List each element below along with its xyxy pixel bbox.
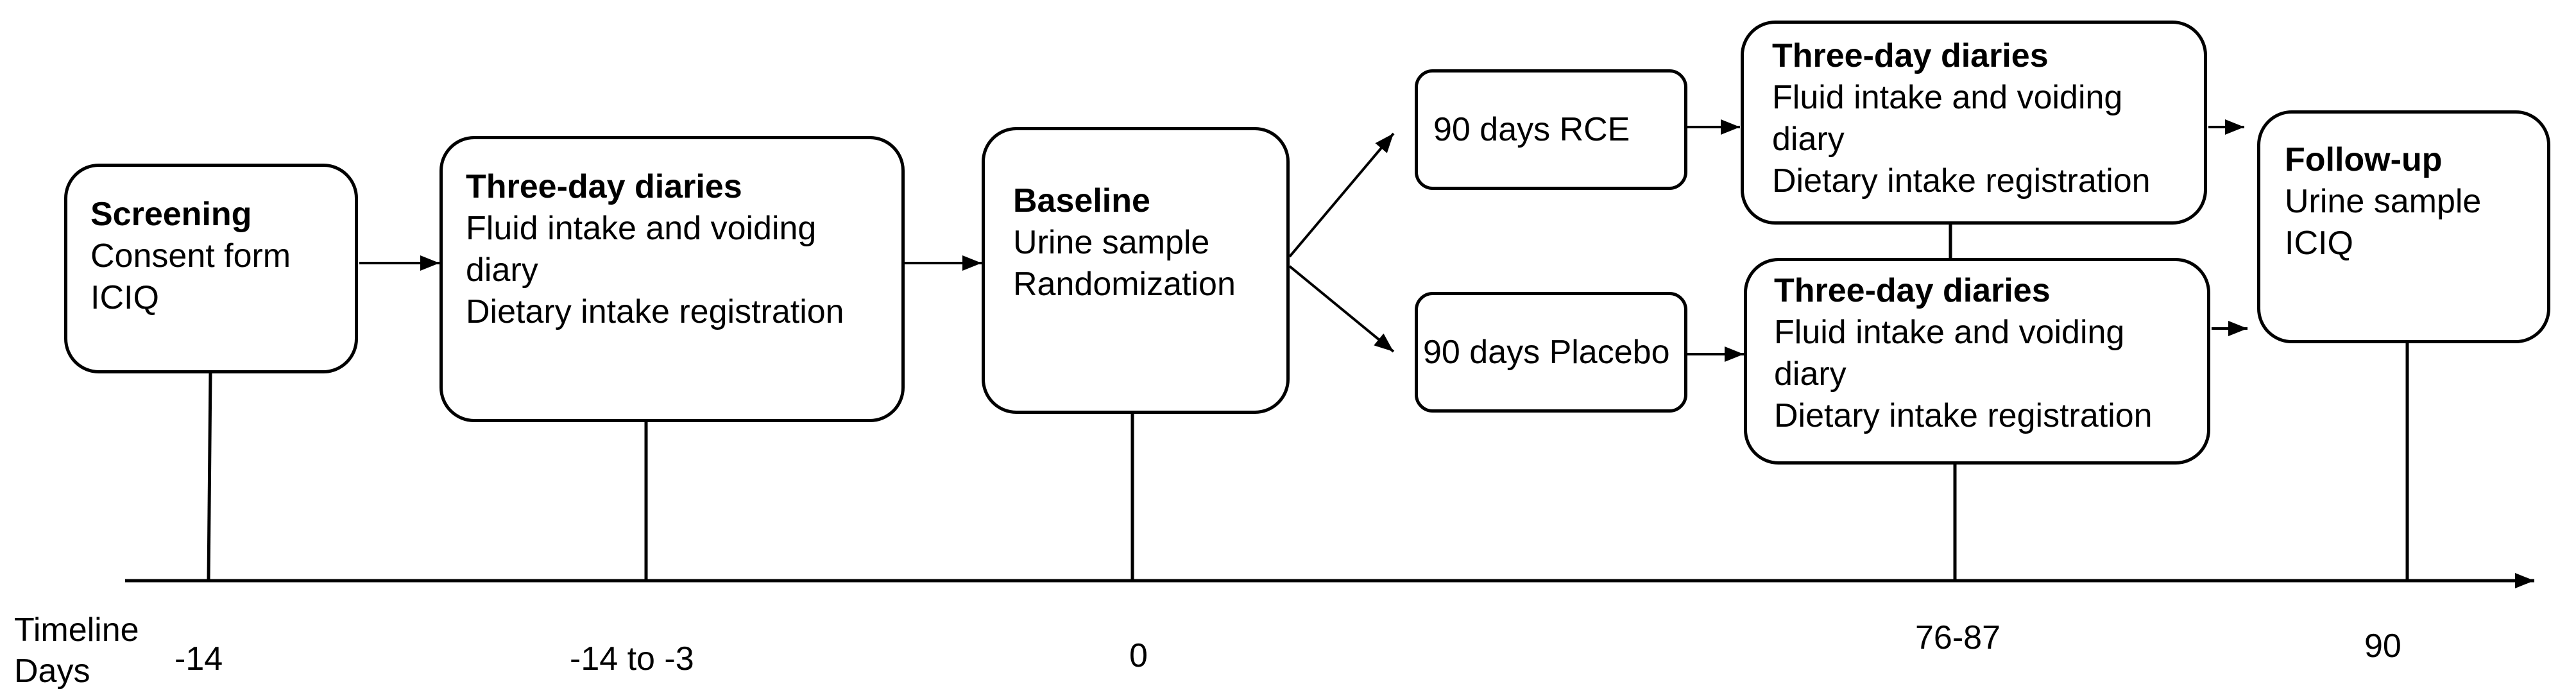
arrow-baseline-to-placebo bbox=[1288, 265, 1395, 353]
diaries-pre-line: Dietary intake registration bbox=[466, 293, 844, 330]
timeline-label-line: Timeline bbox=[14, 611, 139, 649]
baseline-line: Urine sample bbox=[1013, 224, 1210, 261]
placebo-box: 90 days Placebo bbox=[1415, 292, 1687, 413]
diaries-pre-line: Fluid intake and voiding bbox=[466, 210, 817, 247]
followup-line: ICIQ bbox=[2285, 225, 2353, 262]
tick-label: -14 bbox=[175, 640, 223, 678]
days-label-line: Days bbox=[14, 653, 90, 690]
tick-label: -14 to -3 bbox=[570, 640, 694, 678]
placebo-label: 90 days Placebo bbox=[1423, 333, 1670, 371]
tick-label: 90 bbox=[2364, 627, 2401, 665]
baseline-title: Baseline bbox=[1013, 182, 1150, 219]
diaries-pre-box: Three-day diaries Fluid intake and voidi… bbox=[439, 136, 905, 422]
screening-box: Screening Consent form ICIQ bbox=[64, 164, 358, 373]
diaries-placebo-title: Three-day diaries bbox=[1774, 272, 2051, 309]
diaries-placebo-line: Dietary intake registration bbox=[1774, 397, 2153, 434]
diaries-rce-line: Dietary intake registration bbox=[1772, 162, 2151, 200]
baseline-line: Randomization bbox=[1013, 266, 1236, 303]
arrow-baseline-to-rce bbox=[1288, 132, 1395, 258]
diaries-rce-line: Fluid intake and voiding bbox=[1772, 79, 2123, 116]
diaries-placebo-line: diary bbox=[1774, 355, 1847, 393]
diaries-placebo-box: Three-day diaries Fluid intake and voidi… bbox=[1744, 258, 2210, 465]
followup-box: Follow-up Urine sample ICIQ bbox=[2257, 110, 2550, 343]
diaries-pre-line: diary bbox=[466, 252, 538, 289]
timeline-label: Timeline Days bbox=[14, 610, 139, 692]
rce-box: 90 days RCE bbox=[1415, 69, 1687, 190]
rce-label: 90 days RCE bbox=[1433, 110, 1630, 148]
screening-line: ICIQ bbox=[90, 279, 159, 316]
diaries-rce-box: Three-day diaries Fluid intake and voidi… bbox=[1741, 21, 2207, 225]
diaries-rce-line: diary bbox=[1772, 121, 1845, 158]
diaries-rce-title: Three-day diaries bbox=[1772, 37, 2049, 74]
diaries-placebo-line: Fluid intake and voiding bbox=[1774, 314, 2125, 351]
connector-screening bbox=[207, 373, 212, 581]
baseline-box: Baseline Urine sample Randomization bbox=[982, 127, 1290, 414]
tick-label: 76-87 bbox=[1915, 619, 2000, 656]
followup-title: Follow-up bbox=[2285, 141, 2443, 178]
screening-line: Consent form bbox=[90, 237, 291, 275]
followup-line: Urine sample bbox=[2285, 183, 2482, 220]
screening-title: Screening bbox=[90, 196, 252, 233]
diaries-pre-title: Three-day diaries bbox=[466, 168, 742, 205]
tick-label: 0 bbox=[1129, 637, 1148, 674]
